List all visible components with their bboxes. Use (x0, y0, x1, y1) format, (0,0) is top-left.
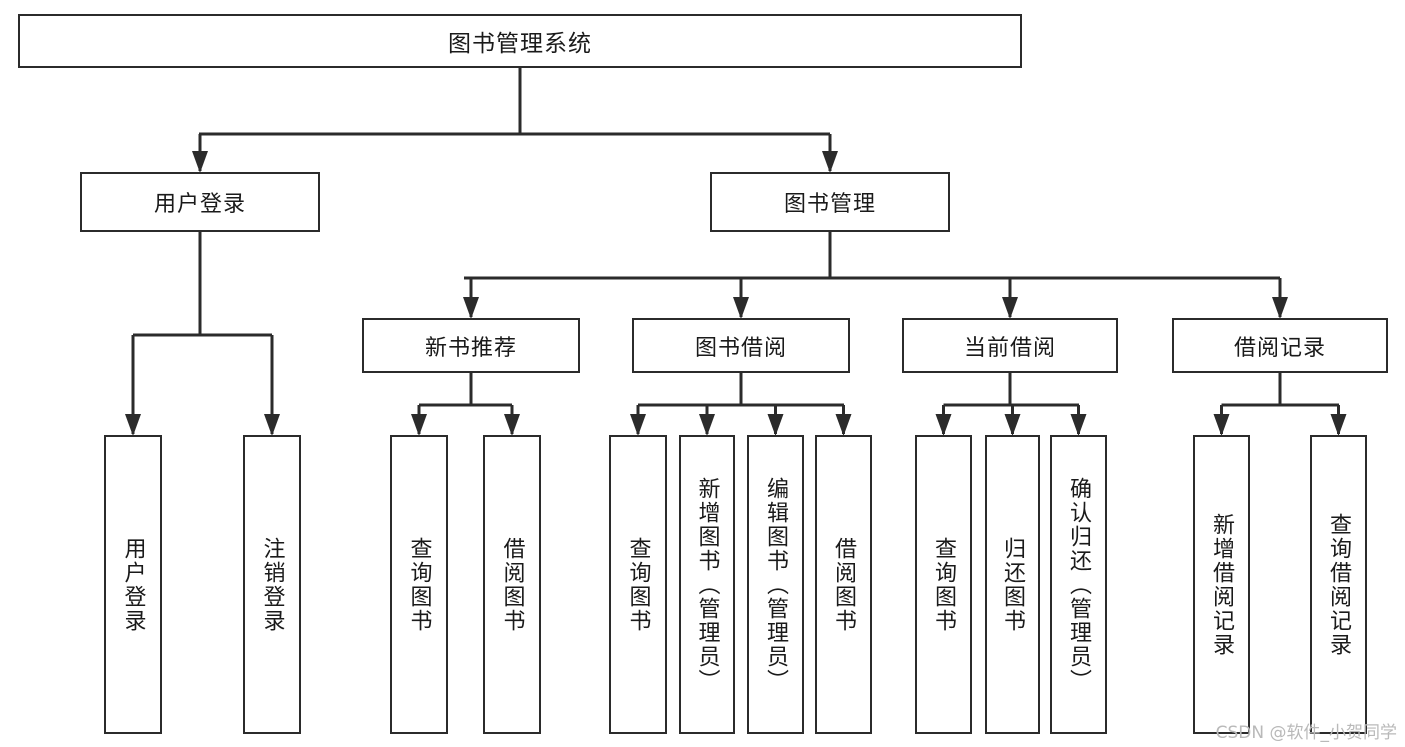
watermark-text: CSDN @软件_小贺同学 (1215, 723, 1397, 743)
node-user-login[interactable]: 用户登录 (80, 172, 320, 232)
node-book-management[interactable]: 图书管理 (710, 172, 950, 232)
node-borrow-record[interactable]: 借阅记录 (1172, 318, 1388, 373)
node-label: 借阅图书 (499, 536, 525, 633)
node-book-borrow[interactable]: 图书借阅 (632, 318, 850, 373)
node-label: 查询借阅记录 (1326, 512, 1352, 657)
node-leaf-recommend-query-book[interactable]: 查询图书 (390, 435, 448, 734)
node-leaf-record-add-record[interactable]: 新增借阅记录 (1193, 435, 1250, 734)
node-leaf-borrow-add-book[interactable]: 新增图书（管理员） (679, 435, 735, 734)
node-label: 查询图书 (625, 536, 651, 633)
node-label: 借阅记录 (1233, 335, 1326, 361)
node-leaf-current-return-book[interactable]: 归还图书 (985, 435, 1040, 734)
node-label: 归还图书 (1000, 536, 1026, 633)
node-leaf-current-confirm-return[interactable]: 确认归还（管理员） (1050, 435, 1107, 734)
node-leaf-borrow-query-book[interactable]: 查询图书 (609, 435, 667, 734)
node-label: 借阅图书 (831, 536, 857, 633)
node-label: 新书推荐 (424, 335, 517, 361)
node-leaf-record-query-record[interactable]: 查询借阅记录 (1310, 435, 1367, 734)
node-label: 查询图书 (931, 536, 957, 633)
node-label: 当前借阅 (963, 335, 1056, 361)
node-leaf-user-logout[interactable]: 注销登录 (243, 435, 301, 734)
node-leaf-recommend-borrow-book[interactable]: 借阅图书 (483, 435, 541, 734)
node-label: 确认归还（管理员） (1066, 476, 1092, 693)
node-current-borrow[interactable]: 当前借阅 (902, 318, 1118, 373)
node-leaf-current-query-book[interactable]: 查询图书 (915, 435, 972, 734)
node-leaf-borrow-borrow-book[interactable]: 借阅图书 (815, 435, 872, 734)
node-leaf-user-login[interactable]: 用户登录 (104, 435, 162, 734)
node-label: 编辑图书（管理员） (763, 476, 789, 693)
node-label: 用户登录 (120, 536, 146, 633)
node-label: 用户登录 (153, 192, 246, 217)
node-label: 图书管理 (783, 192, 876, 217)
node-leaf-borrow-edit-book[interactable]: 编辑图书（管理员） (747, 435, 804, 734)
node-label: 新增图书（管理员） (694, 476, 720, 693)
node-label: 图书管理系统 (448, 31, 592, 57)
node-label: 查询图书 (406, 536, 432, 633)
node-label: 注销登录 (259, 536, 285, 633)
node-label: 新增借阅记录 (1209, 512, 1235, 657)
node-root-system[interactable]: 图书管理系统 (18, 14, 1022, 68)
node-label: 图书借阅 (694, 335, 787, 361)
node-new-book-recommend[interactable]: 新书推荐 (362, 318, 580, 373)
